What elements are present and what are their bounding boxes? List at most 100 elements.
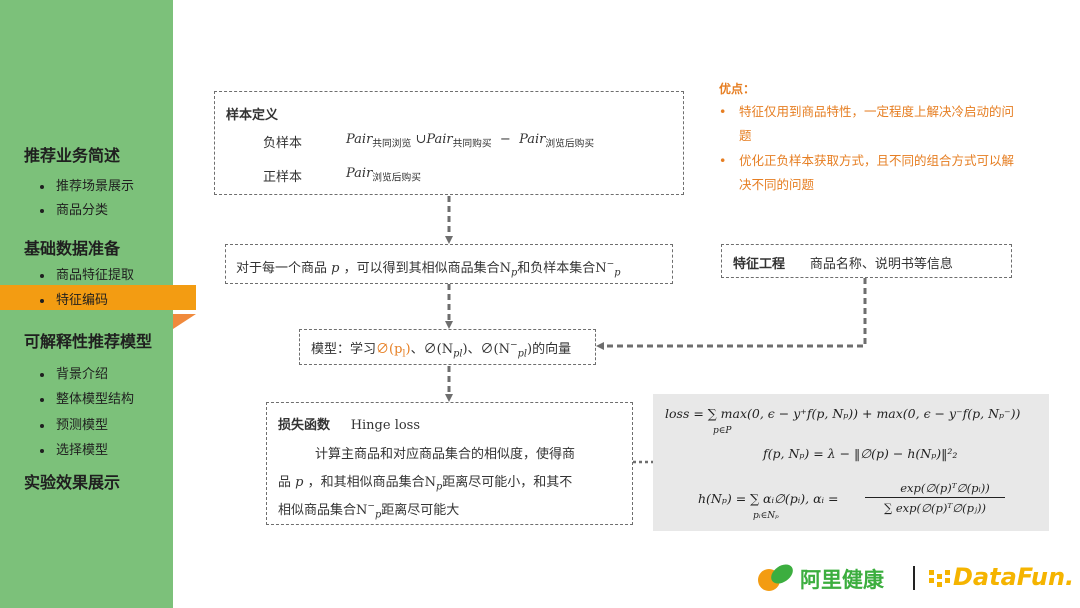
nav-item-category[interactable]: 商品分类 bbox=[40, 199, 108, 218]
advantage-item-1: • 特征仅用到商品特性，一定程度上解决冷启动的问题 bbox=[719, 100, 1019, 148]
sub-p: p bbox=[614, 267, 621, 279]
phi-p-highlight: ∅(pl) bbox=[376, 342, 411, 360]
neg-sample-label: 负样本 bbox=[263, 136, 303, 151]
bullet-icon bbox=[40, 208, 44, 213]
co-browse-label: 共同浏览 bbox=[372, 138, 412, 150]
nav-item-label: 特征编码 bbox=[56, 293, 109, 308]
nav-item-structure[interactable]: 整体模型结构 bbox=[40, 388, 134, 407]
logo-separator bbox=[913, 566, 915, 590]
alihealth-logo-mark-icon bbox=[752, 557, 904, 599]
bullet-icon: • bbox=[719, 153, 727, 168]
advantage-text: 优化正负样本获取方式，且不同的组合方式可以解决不同的问题 bbox=[739, 153, 1015, 192]
sup-neg: − bbox=[510, 340, 518, 351]
loss-name: Hinge loss bbox=[350, 418, 421, 433]
h-denominator: ∑ exp(∅(p)ᵀ∅(pⱼ)) bbox=[883, 501, 987, 515]
model-box: 模型：学习∅(pl)、∅(Npl)、∅(N−pl)的向量 bbox=[299, 329, 596, 365]
nav-item-feature-encode[interactable]: 特征编码 bbox=[40, 289, 108, 308]
advantages-title: 优点： bbox=[719, 82, 756, 96]
sub-p: p bbox=[375, 509, 382, 521]
loss-header: 损失函数 Hinge loss bbox=[278, 414, 420, 433]
feature-engineering-box: 特征工程 商品名称、说明书等信息 bbox=[721, 244, 1012, 278]
nav-item-label: 推荐场景展示 bbox=[56, 179, 135, 194]
loss-title: 损失函数 bbox=[278, 418, 331, 433]
phi-n: ∅(N bbox=[423, 342, 454, 357]
sup-neg: − bbox=[606, 259, 615, 270]
sup-neg: − bbox=[367, 501, 376, 512]
loss-function-box: 损失函数 Hinge loss 计算主商品和对应商品集合的相似度，使得商 品 p… bbox=[266, 402, 633, 525]
nav-item-predict[interactable]: 预测模型 bbox=[40, 414, 108, 433]
loss-text: 品 bbox=[278, 475, 292, 490]
alihealth-logo-text: 阿里健康 bbox=[800, 568, 884, 592]
bullet-icon bbox=[40, 184, 44, 189]
nav-item-select[interactable]: 选择模型 bbox=[40, 439, 108, 458]
nav-section-data[interactable]: 基础数据准备 bbox=[24, 239, 121, 258]
step-similar-sets-box: 对于每一个商品 p ，可以得到其相似商品集合Np和负样本集合N−p bbox=[225, 244, 673, 284]
browse-buy-label: 浏览后购买 bbox=[545, 138, 595, 150]
pos-sample-formula: Pair浏览后购买 bbox=[346, 166, 421, 184]
nav-section-experiment[interactable]: 实验效果展示 bbox=[24, 473, 121, 492]
feature-eng-label: 特征工程 bbox=[733, 257, 786, 272]
f-equation: f(p, Nₚ) = λ − ‖∅(p) − h(Nₚ)‖²₂ bbox=[763, 446, 958, 461]
loss-sum-subscript: p∈P bbox=[713, 426, 732, 436]
loss-desc-line3: 相似商品集合N−p距离尽可能大 bbox=[278, 499, 459, 521]
loss-text: ，和其相似商品集合N bbox=[307, 475, 437, 490]
co-buy-label: 共同购买 bbox=[452, 138, 492, 150]
bullet-icon bbox=[40, 397, 44, 402]
datafun-logo-text: DataFun. bbox=[953, 563, 1075, 591]
h-sum-subscript: pᵢ∈Nₚ bbox=[753, 511, 779, 521]
bullet-icon bbox=[40, 372, 44, 377]
bullet-icon bbox=[40, 448, 44, 453]
nav-item-label: 整体模型结构 bbox=[56, 392, 135, 407]
var-p: p bbox=[295, 475, 304, 490]
nav-item-scenario[interactable]: 推荐场景展示 bbox=[40, 175, 134, 194]
loss-text: 相似商品集合N bbox=[278, 503, 368, 518]
step1-prefix: 对于每一个商品 bbox=[236, 261, 328, 276]
sample-def-title: 样本定义 bbox=[226, 108, 279, 123]
nav-item-label: 预测模型 bbox=[56, 418, 109, 433]
loss-equation: loss = ∑ max(0, ϵ − y⁺f(p, Nₚ)) + max(0,… bbox=[665, 406, 1021, 421]
union-op: ∪ bbox=[415, 132, 427, 147]
minus-op: − bbox=[499, 132, 511, 147]
sep: )、 bbox=[462, 342, 481, 357]
advantage-text: 特征仅用到商品特性，一定程度上解决冷启动的问题 bbox=[739, 104, 1015, 143]
datafun-logo-mark-icon bbox=[929, 570, 950, 587]
pair-symbol: Pair bbox=[426, 132, 453, 147]
sub-pl: pl bbox=[517, 348, 527, 360]
paren-close: ) bbox=[405, 342, 411, 357]
neg-sample-formula: Pair共同浏览 ∪Pair共同购买 − Pair浏览后购买 bbox=[346, 132, 594, 150]
model-suffix: )的向量 bbox=[527, 342, 572, 357]
pair-symbol: Pair bbox=[346, 166, 373, 181]
loss-text: 距离尽可能小，和其不 bbox=[442, 475, 573, 490]
bullet-icon bbox=[40, 423, 44, 428]
sub-l: l bbox=[402, 348, 406, 360]
bullet-icon bbox=[40, 298, 44, 303]
step1-mid: ，可以得到其相似商品集合N bbox=[343, 261, 512, 276]
bullet-icon: • bbox=[719, 104, 727, 119]
phi-nneg: ∅(N bbox=[480, 342, 510, 357]
nav-item-feature-extract[interactable]: 商品特征提取 bbox=[40, 264, 134, 283]
nav-section-model[interactable]: 可解释性推荐模型 bbox=[24, 332, 153, 351]
var-p: p bbox=[331, 261, 340, 276]
h-numerator: exp(∅(p)ᵀ∅(pᵢ)) bbox=[900, 481, 990, 495]
pair-symbol: Pair bbox=[519, 132, 546, 147]
active-item-highlight bbox=[0, 285, 196, 310]
formula-panel: loss = ∑ max(0, ϵ − y⁺f(p, Nₚ)) + max(0,… bbox=[653, 394, 1049, 531]
sep: 、 bbox=[410, 342, 424, 357]
advantage-item-2: • 优化正负样本获取方式，且不同的组合方式可以解决不同的问题 bbox=[719, 149, 1019, 197]
nav-item-background[interactable]: 背景介绍 bbox=[40, 363, 108, 382]
alihealth-logo: 阿里健康 bbox=[752, 557, 904, 599]
phi-p: ∅(p bbox=[376, 342, 403, 357]
sub-p: p bbox=[436, 481, 443, 493]
active-item-arrow bbox=[173, 314, 196, 329]
sub-p: p bbox=[511, 267, 518, 279]
sample-definition-box: 样本定义 负样本 Pair共同浏览 ∪Pair共同购买 − Pair浏览后购买 … bbox=[214, 91, 684, 195]
feature-eng-desc: 商品名称、说明书等信息 bbox=[809, 257, 953, 272]
datafun-logo: DataFun. bbox=[927, 560, 1074, 598]
nav-item-label: 背景介绍 bbox=[56, 367, 109, 382]
arrow-feature-to-model bbox=[596, 278, 867, 350]
nav-item-label: 商品特征提取 bbox=[56, 268, 135, 283]
model-prefix: 模型：学习 bbox=[311, 342, 377, 357]
nav-item-label: 选择模型 bbox=[56, 443, 109, 458]
nav-section-business[interactable]: 推荐业务简述 bbox=[24, 146, 121, 165]
